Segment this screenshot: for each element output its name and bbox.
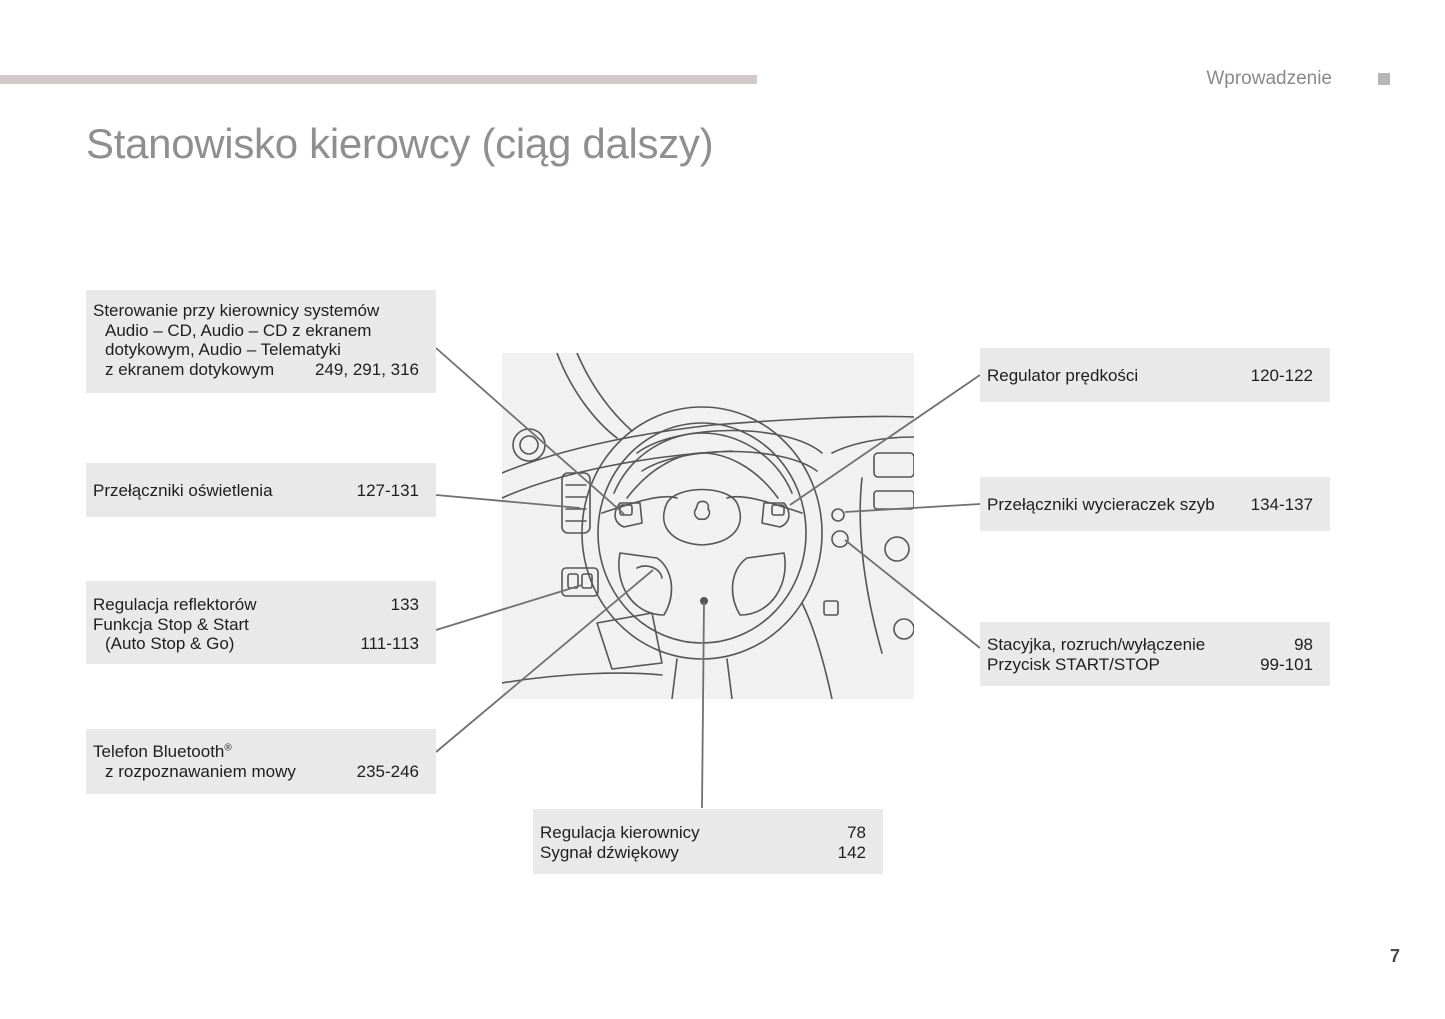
callout-audio-line1: Sterowanie przy kierownicy systemów bbox=[93, 301, 380, 320]
callout-steering-label: Regulacja kierownicy bbox=[540, 823, 700, 842]
callout-autostop-pages: 111-113 bbox=[360, 634, 419, 653]
callout-ignition-pages: 98 bbox=[1294, 635, 1313, 654]
callout-lighting-switches: Przełączniki oświetlenia 127-131 bbox=[86, 463, 436, 517]
callout-wipers-pages: 134-137 bbox=[1250, 495, 1313, 514]
callout-autostop-label: (Auto Stop & Go) bbox=[105, 634, 235, 653]
callout-lighting-label: Przełączniki oświetlenia bbox=[93, 481, 273, 500]
callout-horn-label: Sygnał dźwiękowy bbox=[540, 842, 679, 862]
callout-bluetooth-label: Telefon Bluetooth bbox=[93, 742, 225, 761]
registered-mark: ® bbox=[224, 742, 232, 754]
callout-wipers-label: Przełączniki wycieraczek szyb bbox=[987, 495, 1215, 514]
callout-steering-pages: 78 bbox=[847, 823, 866, 842]
callout-stopstart-label: Funkcja Stop & Start bbox=[93, 614, 249, 634]
callout-audio-pages: 249, 291, 316 bbox=[315, 359, 419, 379]
callout-lighting-pages: 127-131 bbox=[356, 481, 419, 500]
callout-audio-line3: dotykowym, Audio – Telematyki bbox=[105, 340, 341, 359]
callout-audio-line2: Audio – CD, Audio – CD z ekranem bbox=[105, 320, 372, 340]
callout-startstop-label: Przycisk START/STOP bbox=[987, 654, 1160, 674]
section-marker bbox=[1378, 73, 1390, 85]
callout-ignition-start: Stacyjka, rozruch/wyłączenie 98 Przycisk… bbox=[980, 622, 1330, 686]
callout-headlamp-pages: 133 bbox=[390, 595, 419, 614]
callout-cruise-control: Regulator prędkości 120-122 bbox=[980, 348, 1330, 402]
callout-wiper-switches: Przełączniki wycieraczek szyb 134-137 bbox=[980, 477, 1330, 531]
callout-cruise-pages: 120-122 bbox=[1250, 366, 1313, 385]
callout-bluetooth-pages: 235-246 bbox=[356, 761, 419, 781]
page-title: Stanowisko kierowcy (ciąg dalszy) bbox=[86, 120, 714, 167]
dashboard-illustration bbox=[502, 353, 914, 699]
callout-startstop-pages: 99-101 bbox=[1260, 654, 1313, 674]
page-number: 7 bbox=[1389, 946, 1400, 966]
callout-horn-pages: 142 bbox=[837, 842, 866, 862]
callout-bluetooth-phone: Telefon Bluetooth® z rozpoznawaniem mowy… bbox=[86, 729, 436, 794]
callout-headlamp-label: Regulacja reflektorów bbox=[93, 595, 257, 614]
callout-audio-controls: Sterowanie przy kierownicy systemów Audi… bbox=[86, 290, 436, 393]
header-rule bbox=[0, 75, 757, 84]
callout-cruise-label: Regulator prędkości bbox=[987, 366, 1139, 385]
section-label: Wprowadzenie bbox=[1206, 68, 1332, 89]
callout-voice-label: z rozpoznawaniem mowy bbox=[105, 761, 296, 781]
callout-ignition-label: Stacyjka, rozruch/wyłączenie bbox=[987, 635, 1206, 654]
callout-steering-horn: Regulacja kierownicy 78 Sygnał dźwiękowy… bbox=[533, 809, 883, 874]
callout-headlamp-stopstart: Regulacja reflektorów 133 Funkcja Stop &… bbox=[86, 581, 436, 664]
callout-audio-line4: z ekranem dotykowym bbox=[105, 359, 275, 379]
